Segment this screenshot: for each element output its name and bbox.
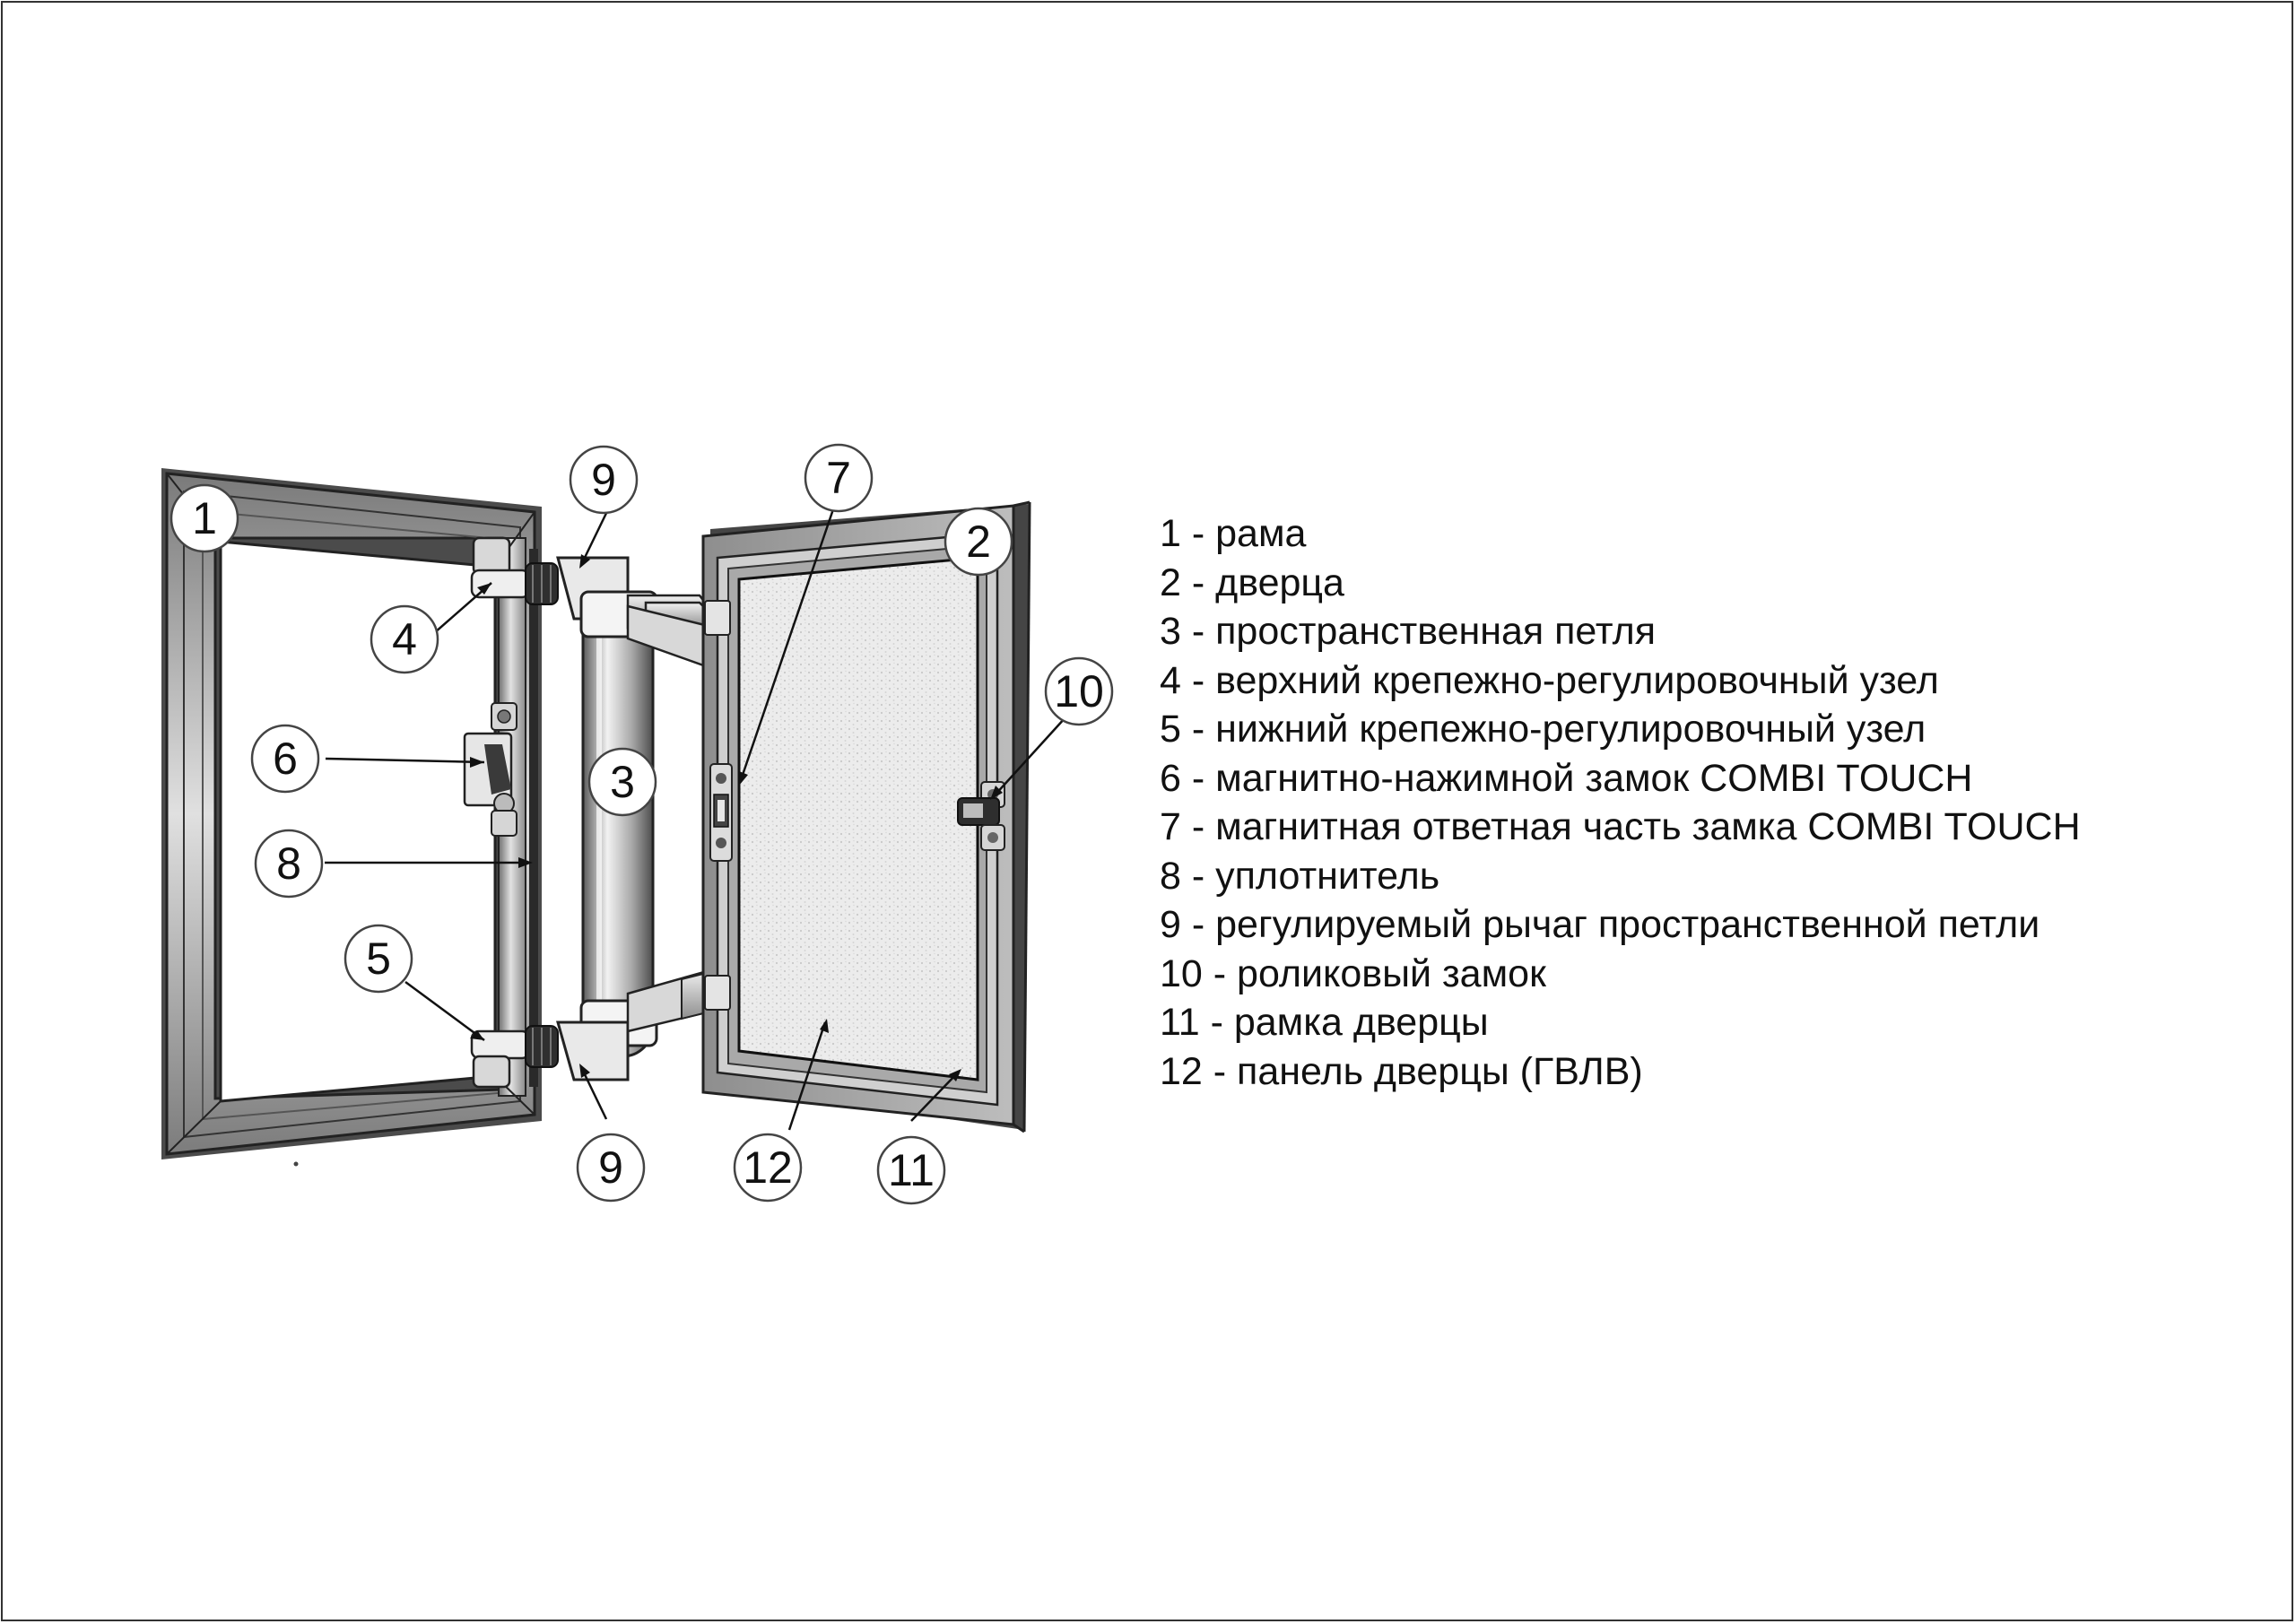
callout-6: 6 xyxy=(250,724,320,794)
legend-item: 3 - пространственная петля xyxy=(1160,610,1657,653)
push-lock xyxy=(463,702,517,837)
callout-5: 5 xyxy=(344,924,413,994)
magnetic-counterpart xyxy=(709,763,733,862)
legend-item: 9 - регулируемый рычаг пространственной … xyxy=(1160,903,2040,946)
leader-6 xyxy=(325,757,485,764)
legend-item: 7 - магнитная ответная часть замка COMBI… xyxy=(1160,805,2081,848)
callout-8-label: 8 xyxy=(276,838,301,889)
callout-9-top: 9 xyxy=(569,445,639,515)
callout-12: 12 xyxy=(733,1133,803,1203)
callout-6-label: 6 xyxy=(273,734,298,784)
callout-11: 11 xyxy=(876,1135,946,1205)
callout-11-label: 11 xyxy=(888,1145,935,1195)
leader-4 xyxy=(426,582,492,640)
parts-legend: 1 - рама 2 - дверца 3 - пространственная… xyxy=(1160,509,2081,1096)
gasket xyxy=(529,549,538,1087)
legend-item: 10 - роликовый замок xyxy=(1160,951,1546,995)
callout-1: 1 xyxy=(170,483,239,553)
lower-mounting-node xyxy=(470,1025,559,1089)
legend-item: 6 - магнитно-нажимной замок COMBI TOUCH xyxy=(1160,756,1973,800)
leader-7 xyxy=(739,506,836,781)
leader-9-bottom xyxy=(579,1066,608,1120)
legend-item: 1 - рама xyxy=(1160,512,1307,555)
legend-item: 11 - рамка дверцы xyxy=(1160,1001,1489,1044)
callout-2-label: 2 xyxy=(966,517,991,567)
legend-item: 4 - верхний крепежно-регулировочный узел xyxy=(1160,658,1939,702)
callout-12-label: 12 xyxy=(743,1142,793,1193)
callout-1-label: 1 xyxy=(192,493,217,543)
callout-9-top-label: 9 xyxy=(591,455,616,505)
callout-7-label: 7 xyxy=(826,453,851,503)
callout-4-label: 4 xyxy=(392,614,417,664)
spatial-hinge xyxy=(556,556,720,1081)
callout-3-label: 3 xyxy=(610,757,635,807)
door-panel xyxy=(737,556,979,1081)
legend-item: 8 - уплотнитель xyxy=(1160,854,1440,898)
leader-11 xyxy=(910,1072,959,1122)
callout-3: 3 xyxy=(587,747,657,817)
legend-item: 5 - нижний крепежно-регулировочный узел xyxy=(1160,708,1926,751)
callout-5-label: 5 xyxy=(366,934,391,984)
hinge-tube xyxy=(581,590,655,1058)
callout-9-bottom-label: 9 xyxy=(598,1142,623,1193)
leader-12 xyxy=(787,1021,827,1131)
leader-5 xyxy=(404,980,485,1042)
callout-10: 10 xyxy=(1044,656,1114,726)
callout-10-label: 10 xyxy=(1054,666,1104,716)
hatch-door xyxy=(701,500,1031,1133)
callout-2: 2 xyxy=(944,507,1013,577)
callout-8: 8 xyxy=(254,829,324,899)
leader-10 xyxy=(993,716,1066,797)
leader-lines xyxy=(325,505,1066,1131)
callout-7: 7 xyxy=(804,443,874,513)
leader-9-top xyxy=(579,505,612,566)
legend-item: 12 - панель дверцы (ГВЛВ) xyxy=(1160,1049,1643,1093)
callout-9-bottom: 9 xyxy=(576,1133,646,1203)
callout-4: 4 xyxy=(370,604,439,674)
legend-item: 2 - дверца xyxy=(1160,560,1344,604)
